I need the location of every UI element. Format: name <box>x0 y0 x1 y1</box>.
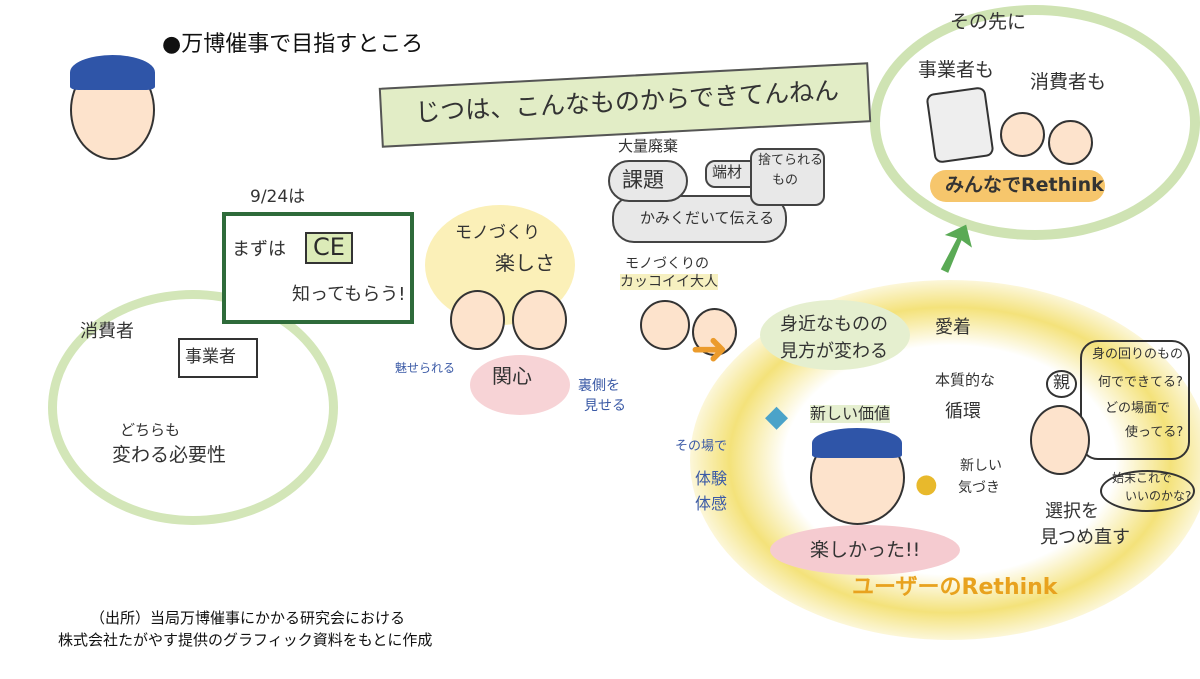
future-slogan: みんなでRethink <box>945 174 1104 196</box>
waste-label: 大量廃棄 <box>618 137 679 155</box>
discarded-bubble <box>750 148 825 206</box>
cycle-line1: 本質的な <box>935 371 996 389</box>
left-consumer: 消費者 <box>80 321 134 342</box>
tablet-character <box>925 86 995 164</box>
board-ce: CE <box>305 232 353 264</box>
future-consumer: 消費者も <box>1030 71 1107 93</box>
charmed-label: 魅せられる <box>395 361 456 375</box>
presenter-hair <box>70 55 155 90</box>
issue-bubble <box>608 160 688 202</box>
parent-q4: 使ってる? <box>1125 425 1184 440</box>
fun-line2: 楽しさ <box>495 251 555 275</box>
boy-avatar <box>512 290 567 350</box>
value-label: 新しい価値 <box>810 404 891 424</box>
user-rethink-label: ユーザーのRethink <box>852 575 1058 600</box>
parent-q1: 身の回りのもの <box>1092 347 1184 362</box>
cool-line2: カッコイイ大人 <box>620 274 718 291</box>
consumer-avatar-1 <box>1000 112 1045 157</box>
explain-label: かみくだいて伝える <box>640 209 775 227</box>
slogan-highlight <box>930 170 1105 202</box>
consumer-avatar-2 <box>1048 120 1093 165</box>
source-line2: 株式会社たがやす提供のグラフィック資料をもとに作成 <box>58 631 433 649</box>
explain-bubble <box>612 195 787 243</box>
board-suffix: 知ってもらう! <box>292 284 406 305</box>
parent-q2: 何でできてる? <box>1098 375 1183 390</box>
notice-line1: 新しい <box>960 458 1002 474</box>
source-line1: （出所）当局万博催事にかかる研究会における <box>90 609 406 627</box>
green-circle-left <box>48 290 338 525</box>
discarded-line1: 捨てられる <box>758 153 824 168</box>
pink-glow <box>470 355 570 415</box>
parent-q3: どの場面で <box>1105 401 1171 416</box>
fun-highlight <box>770 525 960 575</box>
diamond-icon: ◆ <box>765 399 789 434</box>
interest-label: 関心 <box>492 364 532 388</box>
cycle-line2: 循環 <box>945 401 981 422</box>
choose-line1: 選択を <box>1045 501 1099 522</box>
parent-q5: 始末これで <box>1112 471 1172 485</box>
notice-line2: 気づき <box>958 480 1000 496</box>
user-hair <box>812 428 902 458</box>
backside-line2: 見せる <box>584 398 626 414</box>
view-line2: 見方が変わる <box>780 341 888 362</box>
exp-line2: 体験 <box>695 469 728 488</box>
parent-q6: いいのかな? <box>1125 489 1192 503</box>
exp-line3: 体感 <box>695 494 728 513</box>
attachment-label: 愛着 <box>935 317 971 338</box>
parent-bubble <box>1080 340 1190 460</box>
page-title: ●万博催事で目指すところ <box>162 32 424 57</box>
board-prefix: まずは <box>232 239 286 260</box>
backside-line1: 裏側を <box>578 378 620 394</box>
scraps-label: 端材 <box>712 163 743 181</box>
parent-label: 親 <box>1046 370 1077 398</box>
orange-arrow: ➜ <box>690 321 729 375</box>
girl-avatar <box>450 290 505 350</box>
future-heading: その先に <box>950 11 1027 33</box>
parent-avatar <box>1030 405 1090 475</box>
view-highlight <box>760 300 910 370</box>
green-circle <box>870 5 1200 240</box>
left-business: 事業者 <box>185 347 236 367</box>
future-business: 事業者も <box>918 59 995 81</box>
view-line1: 身近なものの <box>780 314 888 335</box>
choose-line2: 見つめ直す <box>1040 527 1130 548</box>
discarded-line2: もの <box>772 173 799 188</box>
lightbulb-icon: ● <box>915 469 938 499</box>
adult-avatar-2 <box>692 308 737 356</box>
cool-line1: モノづくりの <box>625 256 709 272</box>
ce-board <box>222 212 414 324</box>
parent-bubble-2 <box>1100 470 1195 512</box>
business-box <box>178 338 258 378</box>
issue-label: 課題 <box>622 168 664 192</box>
left-line2: 変わる必要性 <box>112 444 227 466</box>
board-date: 9/24は <box>250 187 306 207</box>
exp-line1: その場で <box>675 439 728 454</box>
fun-label: 楽しかった!! <box>810 539 921 561</box>
fun-line1: モノづくり <box>455 223 540 243</box>
adult-avatar-1 <box>640 300 690 350</box>
left-line1: どちらも <box>120 421 181 439</box>
